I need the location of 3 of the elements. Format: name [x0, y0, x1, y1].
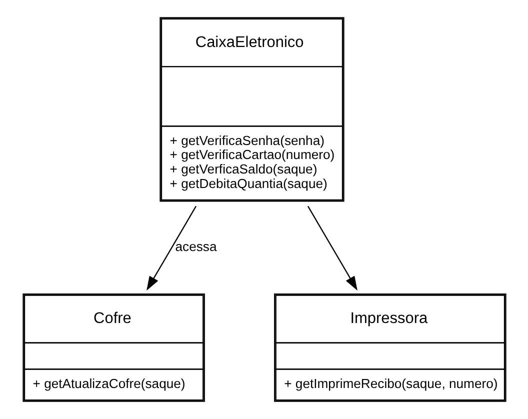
arrow	[306, 206, 357, 291]
arrow	[146, 206, 196, 291]
edge-label: acessa	[174, 238, 216, 254]
